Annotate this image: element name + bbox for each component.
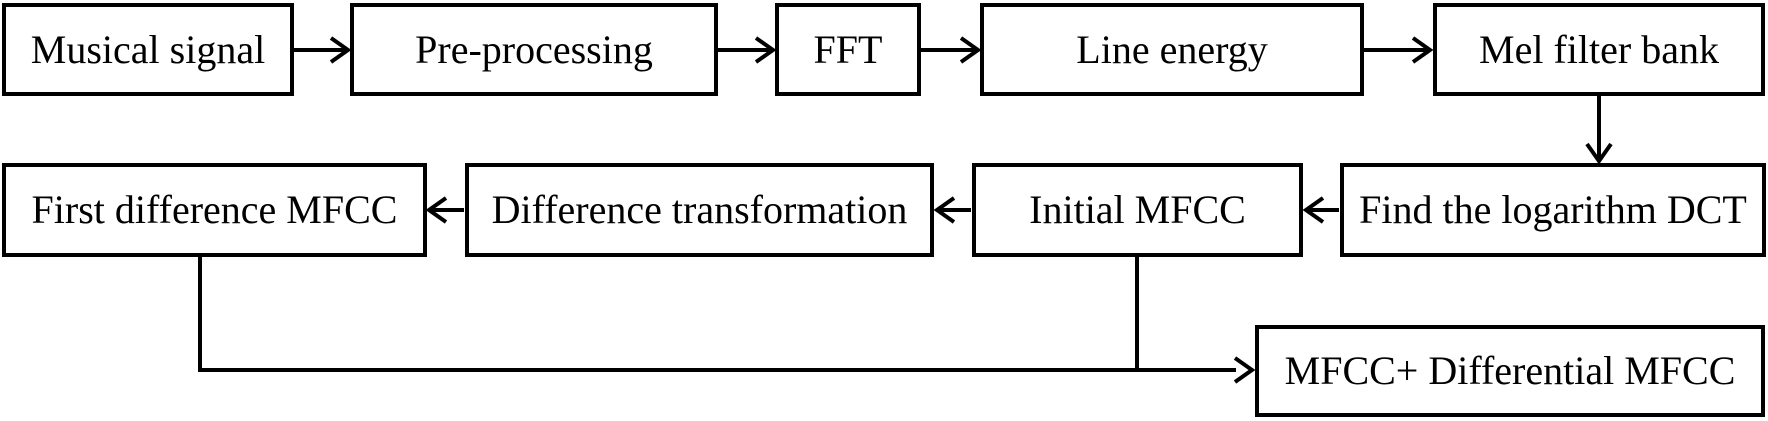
node-mfcc-plus-differential-mfcc-label: MFCC+ Differential MFCC	[1284, 348, 1736, 393]
node-initial-mfcc-label: Initial MFCC	[1029, 187, 1246, 232]
node-line-energy: Line energy	[980, 3, 1364, 96]
node-mel-filter-bank: Mel filter bank	[1433, 3, 1765, 96]
arrow-difftrans-to-firstdiff	[425, 196, 464, 224]
arrow-musical-to-preprocessing	[294, 36, 352, 64]
arrow-initialmfcc-to-difftrans	[933, 196, 971, 224]
node-musical-signal-label: Musical signal	[30, 26, 266, 72]
arrow-findlogdct-to-initialmfcc	[1302, 196, 1339, 224]
arrow-lineenergy-to-melfilter	[1364, 36, 1434, 64]
node-mfcc-plus-differential-mfcc: MFCC+ Differential MFCC	[1255, 325, 1765, 417]
node-first-difference-mfcc: First difference MFCC	[2, 163, 427, 257]
arrow-preprocessing-to-fft	[718, 36, 777, 64]
node-pre-processing-label: Pre-processing	[415, 26, 653, 72]
node-line-energy-label: Line energy	[1076, 26, 1268, 72]
node-musical-signal: Musical signal	[2, 3, 294, 96]
node-fft: FFT	[775, 3, 921, 96]
node-difference-transformation-label: Difference transformation	[491, 187, 908, 232]
node-first-difference-mfcc-label: First difference MFCC	[31, 187, 398, 232]
node-fft-label: FFT	[813, 26, 883, 72]
arrow-firstdiff-to-mfccdiff	[198, 257, 1256, 384]
arrow-melfilter-to-findlogdct	[1585, 96, 1613, 165]
node-pre-processing: Pre-processing	[350, 3, 718, 96]
arrow-fft-to-lineenergy	[921, 36, 982, 64]
node-mel-filter-bank-label: Mel filter bank	[1479, 26, 1719, 72]
node-initial-mfcc: Initial MFCC	[972, 163, 1303, 257]
node-find-logarithm-dct-label: Find the logarithm DCT	[1359, 187, 1747, 232]
node-find-logarithm-dct: Find the logarithm DCT	[1340, 163, 1766, 257]
node-difference-transformation: Difference transformation	[465, 163, 934, 257]
